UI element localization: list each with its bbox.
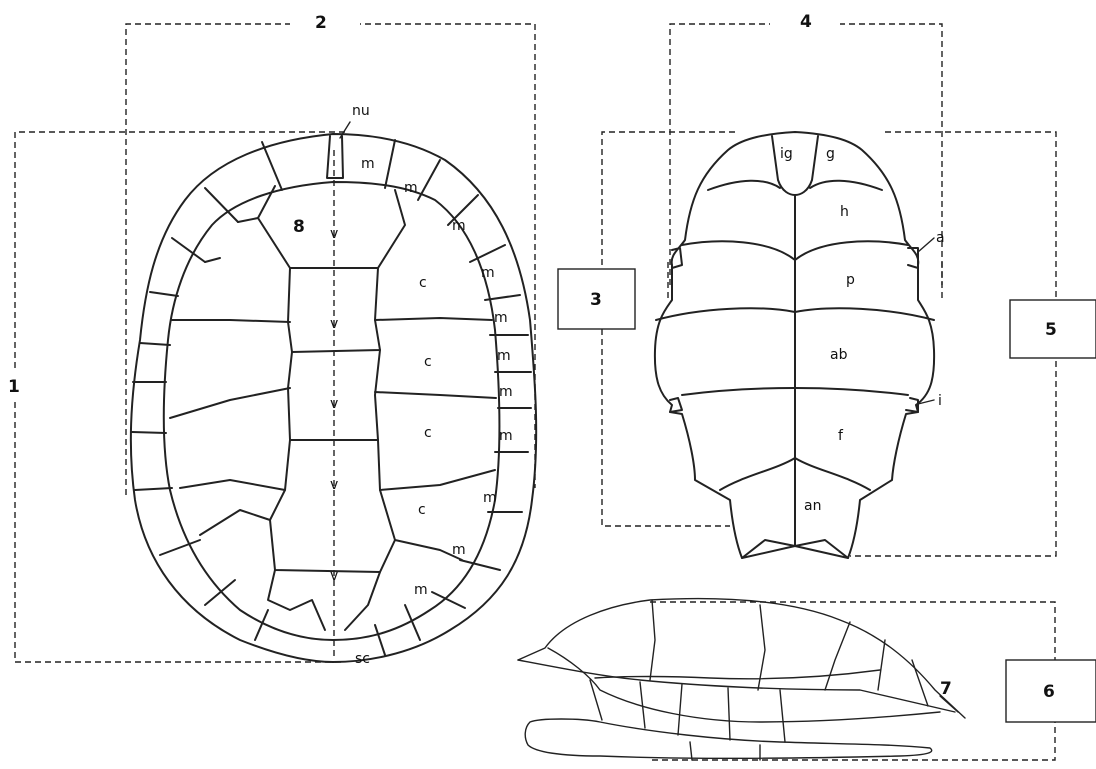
label-femoral: f <box>838 428 844 444</box>
number-label-6: 6 <box>1043 682 1055 702</box>
label-marginal: m <box>452 218 466 234</box>
label-marginal: m <box>404 180 418 196</box>
label-marginal: m <box>452 542 466 558</box>
label-abdominal: ab <box>830 347 848 363</box>
bracket-4 <box>670 24 942 285</box>
plastron-drawing <box>655 132 942 558</box>
label-vertebral: v <box>330 316 338 332</box>
bracket-1 <box>15 132 345 662</box>
number-label-8: 8 <box>293 217 305 237</box>
label-vertebral: v <box>330 477 338 493</box>
number-label-4: 4 <box>800 12 812 32</box>
number-label-2: 2 <box>315 13 327 33</box>
label-humeral: h <box>840 204 849 220</box>
label-vertebral: v <box>330 226 338 242</box>
label-marginal: m <box>497 348 511 364</box>
label-nuchal: nu <box>352 103 370 119</box>
label-pectoral: p <box>846 272 855 288</box>
vertebral-5 <box>268 570 325 630</box>
label-costal: c <box>418 502 426 518</box>
label-marginal: m <box>414 582 428 598</box>
label-inguinal: i <box>938 393 942 409</box>
label-marginal: m <box>361 156 375 172</box>
side-carapace-outline <box>518 599 965 718</box>
label-marginal: m <box>483 490 497 506</box>
side-plastron-outline <box>525 719 931 758</box>
nuchal-scute <box>327 136 343 178</box>
number-label-1: 1 <box>8 377 20 397</box>
number-label-3: 3 <box>590 290 602 310</box>
label-vertebral: v <box>330 396 338 412</box>
label-intergular: ig <box>780 146 793 162</box>
label-costal: c <box>424 354 432 370</box>
label-marginal: m <box>499 428 513 444</box>
label-marginal: m <box>481 265 495 281</box>
number-label-7: 7 <box>940 679 952 699</box>
vertebral-4 <box>270 440 395 572</box>
side-profile-drawing <box>518 599 965 760</box>
label-marginal: m <box>499 384 513 400</box>
label-vertebral: v <box>330 568 338 584</box>
label-marginal: m <box>494 310 508 326</box>
label-costal: c <box>419 275 427 291</box>
label-anal: an <box>804 498 821 514</box>
label-supracaudal: sc <box>355 651 370 667</box>
number-label-5: 5 <box>1045 320 1057 340</box>
label-costal: c <box>424 425 432 441</box>
label-gular: g <box>826 146 835 162</box>
label-axillary: a <box>936 230 945 246</box>
